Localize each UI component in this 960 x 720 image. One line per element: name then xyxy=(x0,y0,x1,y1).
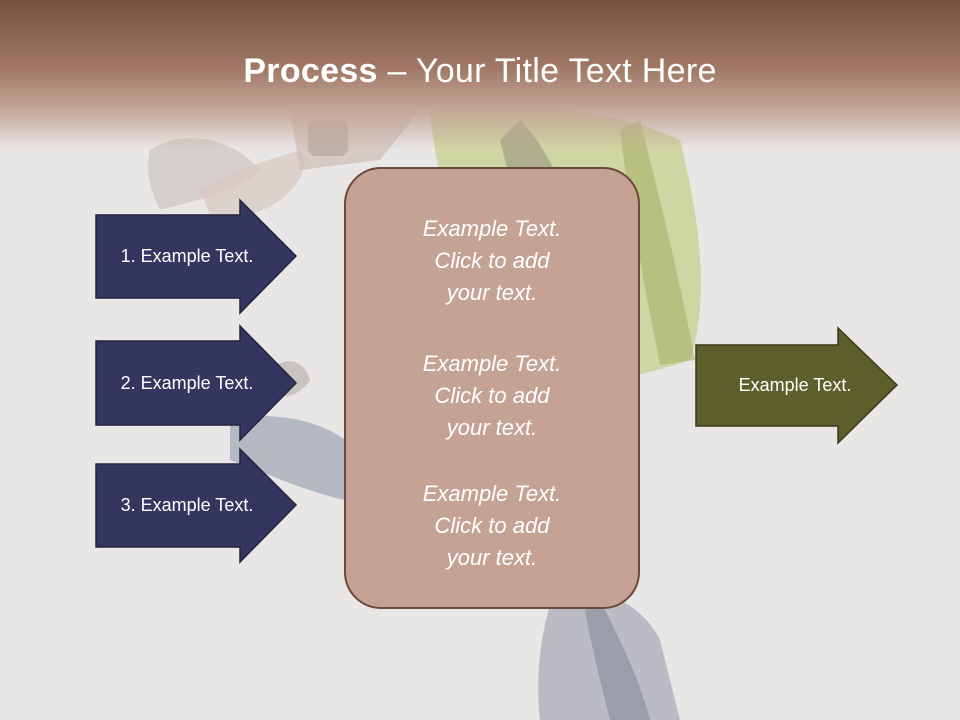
center-text-line: Example Text. xyxy=(422,481,562,506)
step-arrow-2[interactable] xyxy=(95,324,298,442)
output-arrow[interactable] xyxy=(695,326,899,445)
step-label-1: 1. Example Text. xyxy=(120,246,254,266)
step-label-3: 3. Example Text. xyxy=(120,495,254,515)
step-arrow-1[interactable] xyxy=(95,198,298,315)
slide-title-rest: – Your Title Text Here xyxy=(377,52,717,90)
center-text-line: your text. xyxy=(446,280,538,305)
step-label-2: 2. Example Text. xyxy=(120,372,254,393)
center-text-line: Click to add xyxy=(434,383,550,408)
center-text-line: Example Text. xyxy=(422,351,562,376)
center-box[interactable] xyxy=(344,167,640,609)
center-text-line: your text. xyxy=(446,545,538,570)
slide-title: Process – Your Title Text Here xyxy=(0,52,960,91)
center-text-line: Click to add xyxy=(434,513,550,538)
center-text-line: Example Text. xyxy=(422,216,562,241)
output-label: Example Text. xyxy=(738,375,852,395)
step-arrow-3[interactable] xyxy=(95,447,298,564)
center-text-line: your text. xyxy=(446,415,538,440)
slide-title-bold: Process xyxy=(243,52,378,90)
center-text-block-3: Example Text. Click to add your text. xyxy=(345,478,639,574)
title-bar xyxy=(0,0,960,150)
center-text-block-1: Example Text. Click to add your text. xyxy=(345,213,639,309)
center-text-line: Click to add xyxy=(434,248,550,273)
center-text-block-2: Example Text. Click to add your text. xyxy=(345,348,639,444)
